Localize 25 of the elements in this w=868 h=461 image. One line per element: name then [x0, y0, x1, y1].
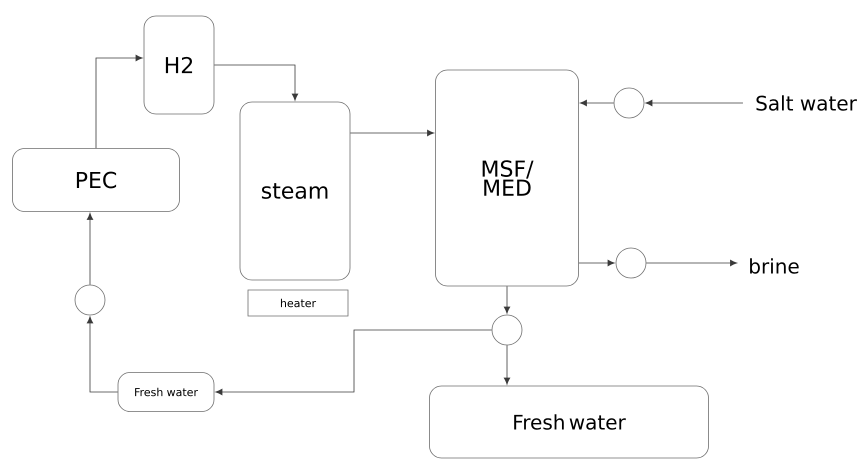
- arrow: [86, 316, 118, 392]
- arrow: [96, 54, 143, 148]
- process-box: heater: [248, 290, 348, 316]
- arrow: [578, 260, 615, 266]
- arrow: [504, 345, 510, 385]
- process-box: MSF/ MED: [435, 70, 579, 286]
- stream-label: Salt water: [756, 95, 857, 111]
- pump-circle: [74, 284, 106, 316]
- arrow: [580, 100, 614, 106]
- process-box: steam: [240, 102, 350, 280]
- pump-circle: [614, 88, 644, 118]
- arrow: [646, 260, 738, 266]
- process-box: Fresh water: [429, 386, 709, 458]
- pump-circle: [616, 248, 646, 278]
- arrow: [214, 64, 298, 101]
- arrow: [645, 100, 744, 106]
- stream-label: brine: [750, 258, 799, 274]
- process-box: Fresh water: [118, 372, 214, 412]
- arrow: [504, 286, 510, 314]
- arrow: [215, 330, 492, 396]
- process-box: PEC: [12, 148, 180, 212]
- pump-circle: [492, 314, 522, 346]
- process-box: H2: [144, 16, 214, 114]
- arrow: [350, 130, 434, 136]
- arrow: [86, 212, 94, 285]
